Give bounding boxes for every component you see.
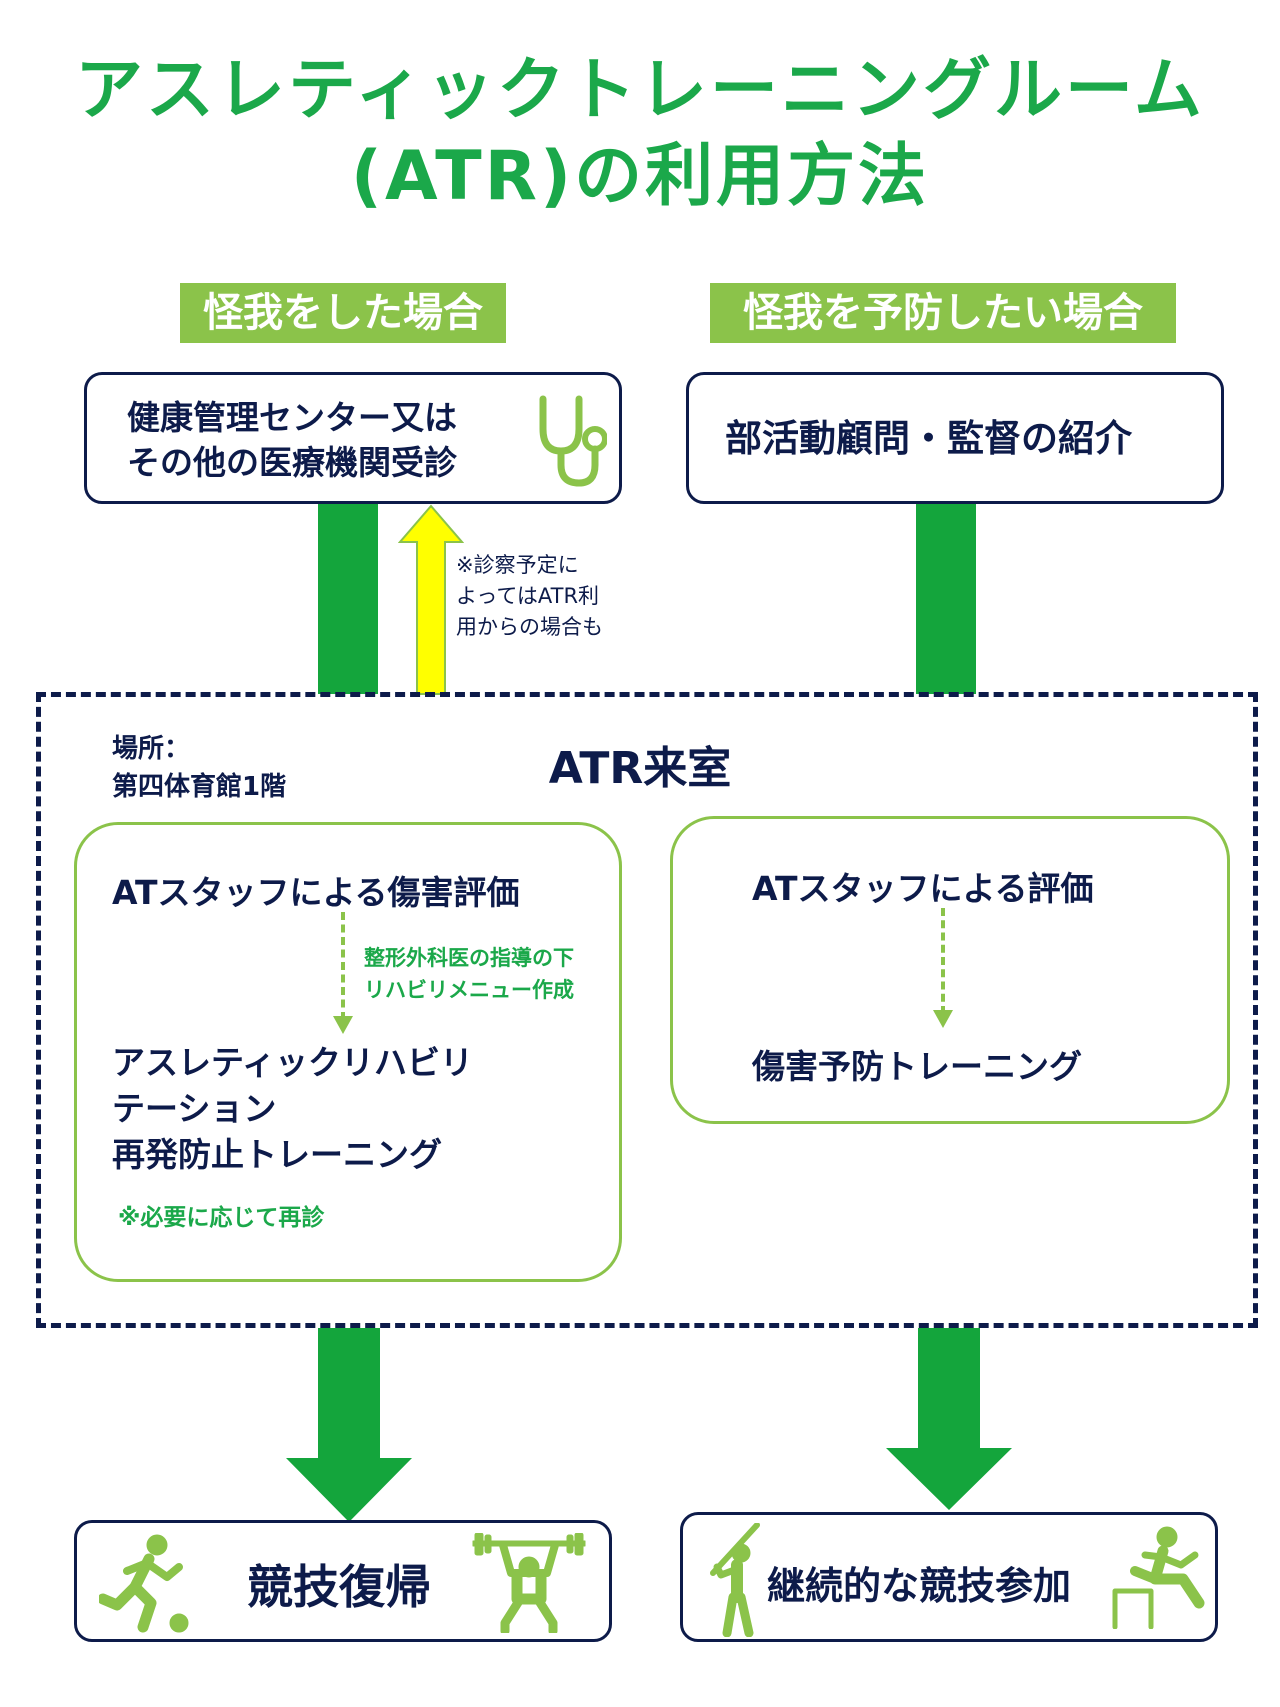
rehab-text: アスレティックリハビリ テーション 再発防止トレーニング [112,1040,473,1178]
continued-participation-text: 継続的な競技参加 [767,1564,1072,1608]
return-to-sport-box: 競技復帰 [74,1520,612,1642]
atr-location-line1: 場所： [112,734,191,764]
rehab-line3: 再発防止トレーニング [112,1135,442,1174]
right-connector-bar [916,504,976,694]
injury-flow-arrow-head [333,1016,353,1034]
orthopedic-note-line1: 整形外科医の指導の下 [364,946,574,970]
recheck-note: ※必要に応じて再診 [118,1205,325,1231]
injured-case-label: 怪我をした場合 [180,283,506,343]
prevention-case-label: 怪我を予防したい場合 [710,283,1176,343]
baseball-batter-icon [710,1523,760,1637]
orthopedic-note-line2: リハビリメニュー作成 [364,978,574,1002]
stethoscope-icon [539,395,607,487]
injury-care-box [74,822,622,1282]
clinic-note: ※診察予定に よってはATR利 用からの場合も [456,550,603,643]
weightlifter-icon [472,1533,586,1633]
prevention-flow-arrow-line [941,908,945,1014]
injury-flow-arrow-line [341,912,345,1020]
prevention-training-text: 傷害予防トレーニング [752,1047,1082,1086]
prevention-box [670,816,1230,1124]
atr-visit-frame [36,692,1258,1328]
atr-location-line2: 第四体育館1階 [112,772,287,802]
clinic-note-line2: よってはATR利 [456,584,600,608]
left-connector-bar [318,504,378,694]
page-title-line1: アスレティックトレーニングルーム [75,51,1205,130]
injury-eval-text: ATスタッフによる傷害評価 [112,873,520,912]
clinic-note-line1: ※診察予定に [456,553,579,577]
referral-text: 部活動顧問・監督の紹介 [725,417,1132,460]
prevention-eval-text: ATスタッフによる評価 [752,869,1094,908]
return-outcome-arrow [286,1328,412,1522]
page-title-line2: (ATR)の利用方法 [350,137,930,216]
medical-visit-line2: その他の医療機関受診 [127,443,457,482]
medical-visit-box: 健康管理センター又は その他の医療機関受診 [84,372,622,504]
rehab-line2: テーション [112,1089,277,1128]
atr-heading: ATR来室 [548,743,732,794]
continue-outcome-arrow [886,1328,1012,1510]
referral-box: 部活動顧問・監督の紹介 [686,372,1224,504]
atr-location: 場所： 第四体育館1階 [112,730,286,806]
hurdler-icon [1112,1526,1205,1629]
return-to-sport-text: 競技復帰 [247,1560,431,1614]
medical-visit-line1: 健康管理センター又は [127,398,457,437]
return-to-clinic-arrow [398,504,464,695]
continued-participation-box: 継続的な競技参加 [680,1512,1218,1642]
orthopedic-note: 整形外科医の指導の下 リハビリメニュー作成 [364,942,574,1006]
prevention-flow-arrow-head [933,1010,953,1028]
clinic-note-line3: 用からの場合も [456,615,603,639]
rehab-line1: アスレティックリハビリ [112,1043,474,1082]
soccer-player-icon [99,1534,189,1633]
